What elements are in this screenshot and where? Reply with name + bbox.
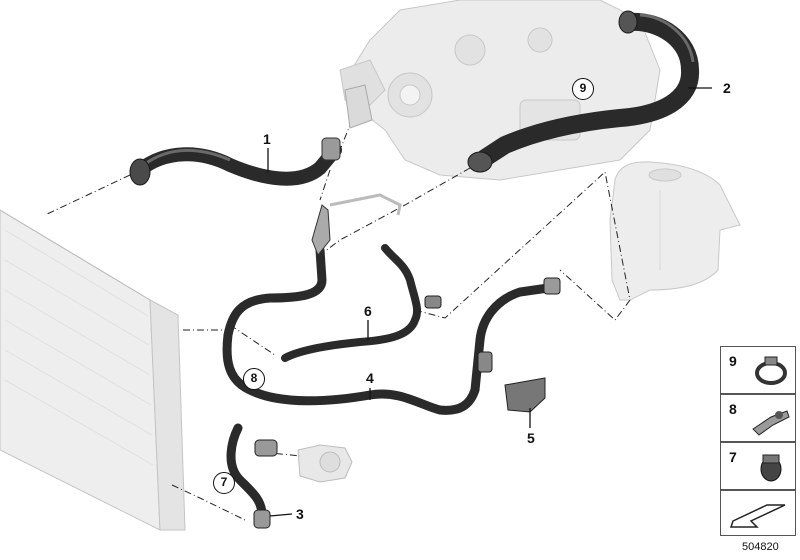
hose-6: [281, 193, 442, 362]
callout-6: 6: [364, 303, 372, 319]
callout-4: 4: [366, 370, 374, 386]
bracket-5: [504, 377, 546, 413]
callout-3: 3: [296, 506, 304, 522]
hose-clamp-icon: [755, 356, 787, 385]
reference-number: 504820: [742, 541, 779, 553]
circled-callout-9: 9: [572, 78, 594, 100]
legend-item-arrow: [720, 490, 796, 536]
callout-5: 5: [527, 430, 535, 446]
hose-2: [467, 10, 699, 173]
hose-3: [226, 423, 278, 529]
legend-number: 7: [729, 449, 737, 465]
legend-item-9: 9: [720, 346, 796, 394]
legend-number: 9: [729, 353, 737, 369]
hose-1: [129, 84, 373, 186]
engine-block: [339, 0, 661, 181]
water-pump: [297, 444, 353, 483]
legend-item-8: 8: [720, 394, 796, 442]
callout-2: 2: [723, 80, 731, 96]
expansion-tank: [609, 161, 741, 301]
callout-lines: [267, 87, 712, 517]
legend-item-7: 7: [720, 442, 796, 490]
hose-bracket-icon: [752, 410, 790, 436]
hose-holder-icon: [760, 454, 782, 482]
circled-callout-8: 8: [243, 368, 265, 390]
callout-1: 1: [263, 131, 271, 147]
circled-callout-7: 7: [213, 472, 235, 494]
legend-number: 8: [729, 401, 737, 417]
hose-4: [222, 204, 561, 415]
radiator: [0, 209, 186, 531]
arrow-pointer-icon: [729, 504, 786, 528]
